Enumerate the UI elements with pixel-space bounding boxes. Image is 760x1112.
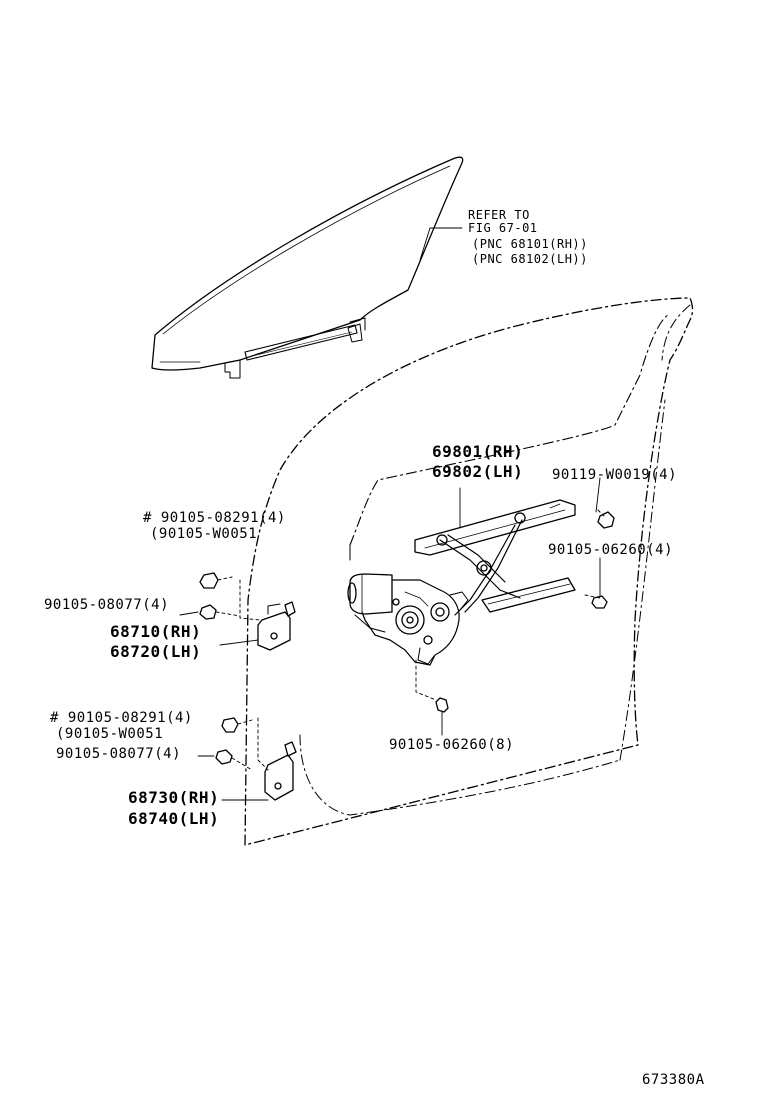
regulator-rh-part-number[interactable]: 69801(RH) bbox=[432, 442, 524, 461]
door-glass bbox=[151, 156, 464, 379]
glass-reference-line1: REFER TO bbox=[468, 208, 530, 222]
upper-hinge-bolt-08291-label[interactable]: # 90105-08291(4) bbox=[143, 510, 286, 526]
lower-hinge-lh-part-number[interactable]: 68740(LH) bbox=[128, 809, 220, 828]
glass-reference-line2: FIG 67-01 bbox=[468, 221, 538, 235]
bolt-90119-w0019-label[interactable]: 90119-W0019(4) bbox=[552, 467, 678, 483]
lower-hinge-bolt-08077-label[interactable]: 90105-08077(4) bbox=[56, 746, 182, 762]
upper-hinge bbox=[179, 572, 296, 651]
lower-hinge-bolt-08291-label[interactable]: # 90105-08291(4) bbox=[50, 710, 193, 726]
glass-reference-pnc-rh: (PNC 68101(RH)) bbox=[472, 237, 588, 251]
regulator-motor bbox=[347, 573, 469, 666]
lower-hinge-rh-part-number[interactable]: 68730(RH) bbox=[128, 788, 220, 807]
upper-hinge-lh-part-number[interactable]: 68720(LH) bbox=[110, 642, 202, 661]
bolt-90105-06260-4-label[interactable]: 90105-06260(4) bbox=[548, 542, 674, 558]
upper-hinge-bolt-w0051-label[interactable]: (90105-W0051 bbox=[150, 526, 258, 542]
window-regulator bbox=[414, 487, 576, 616]
figure-code: 673380A bbox=[642, 1072, 705, 1088]
bolt-90105-06260-8-label[interactable]: 90105-06260(8) bbox=[389, 737, 515, 753]
door-inner-panel bbox=[244, 297, 694, 846]
upper-hinge-rh-part-number[interactable]: 68710(RH) bbox=[110, 622, 202, 641]
regulator-bolt-lower bbox=[415, 659, 449, 736]
glass-reference-pnc-lh: (PNC 68102(LH)) bbox=[472, 252, 588, 266]
lower-hinge bbox=[197, 717, 297, 801]
regulator-bolts-right bbox=[584, 477, 615, 609]
regulator-lh-part-number[interactable]: 69802(LH) bbox=[432, 462, 524, 481]
lower-hinge-bolt-w0051-label[interactable]: (90105-W0051 bbox=[56, 726, 164, 742]
upper-hinge-bolt-08077-label[interactable]: 90105-08077(4) bbox=[44, 597, 170, 613]
